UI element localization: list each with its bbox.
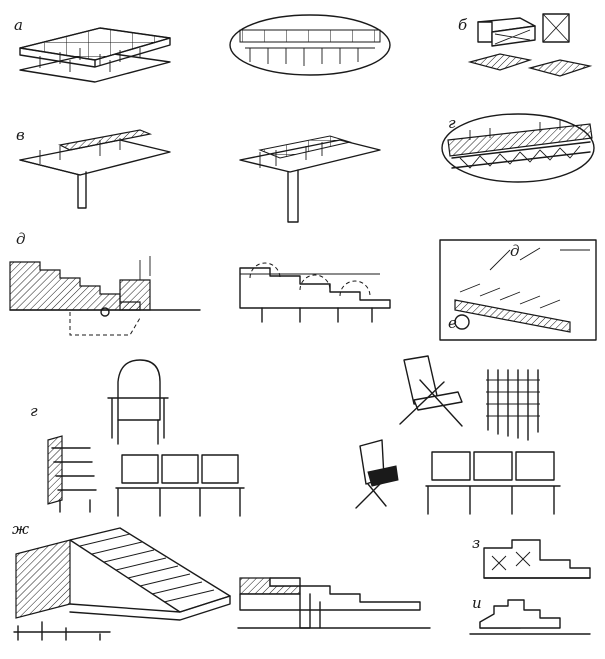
figure-z-seat-blocks [483,539,591,579]
figure-v-platform-grid [239,135,381,223]
figure-v-platform-with-supports [19,129,171,209]
figure-a-raised-floor-detail [229,14,391,76]
figure-d-telescopic-seating [439,239,597,341]
figure-b-box-modules [467,13,593,77]
figure-g-truss-floor-detail [441,113,595,183]
label-d-inner: д [510,242,520,260]
label-v: в [16,126,25,144]
figure-d-stepped-seating-section [9,256,201,336]
label-z: з [472,534,481,552]
label-d: д [16,230,26,248]
figure-zh-wide-stair-seating [13,527,231,641]
label-e: е [448,314,457,332]
figure-i-stepped-profile [469,599,591,635]
figure-g-stacking-chairs [47,359,245,517]
figure-d-stepped-seating-supports [239,262,391,323]
label-a: а [14,16,23,34]
label-g-top: г [448,114,456,132]
figure-a-modular-floor-panels [19,27,171,83]
label-i: и [472,594,482,612]
label-b: б [458,16,468,34]
figure-g-folding-chairs [355,355,561,515]
figure-zh-stair-section [237,577,431,629]
label-zh: ж [12,520,30,538]
label-g-mid: г [30,402,38,420]
